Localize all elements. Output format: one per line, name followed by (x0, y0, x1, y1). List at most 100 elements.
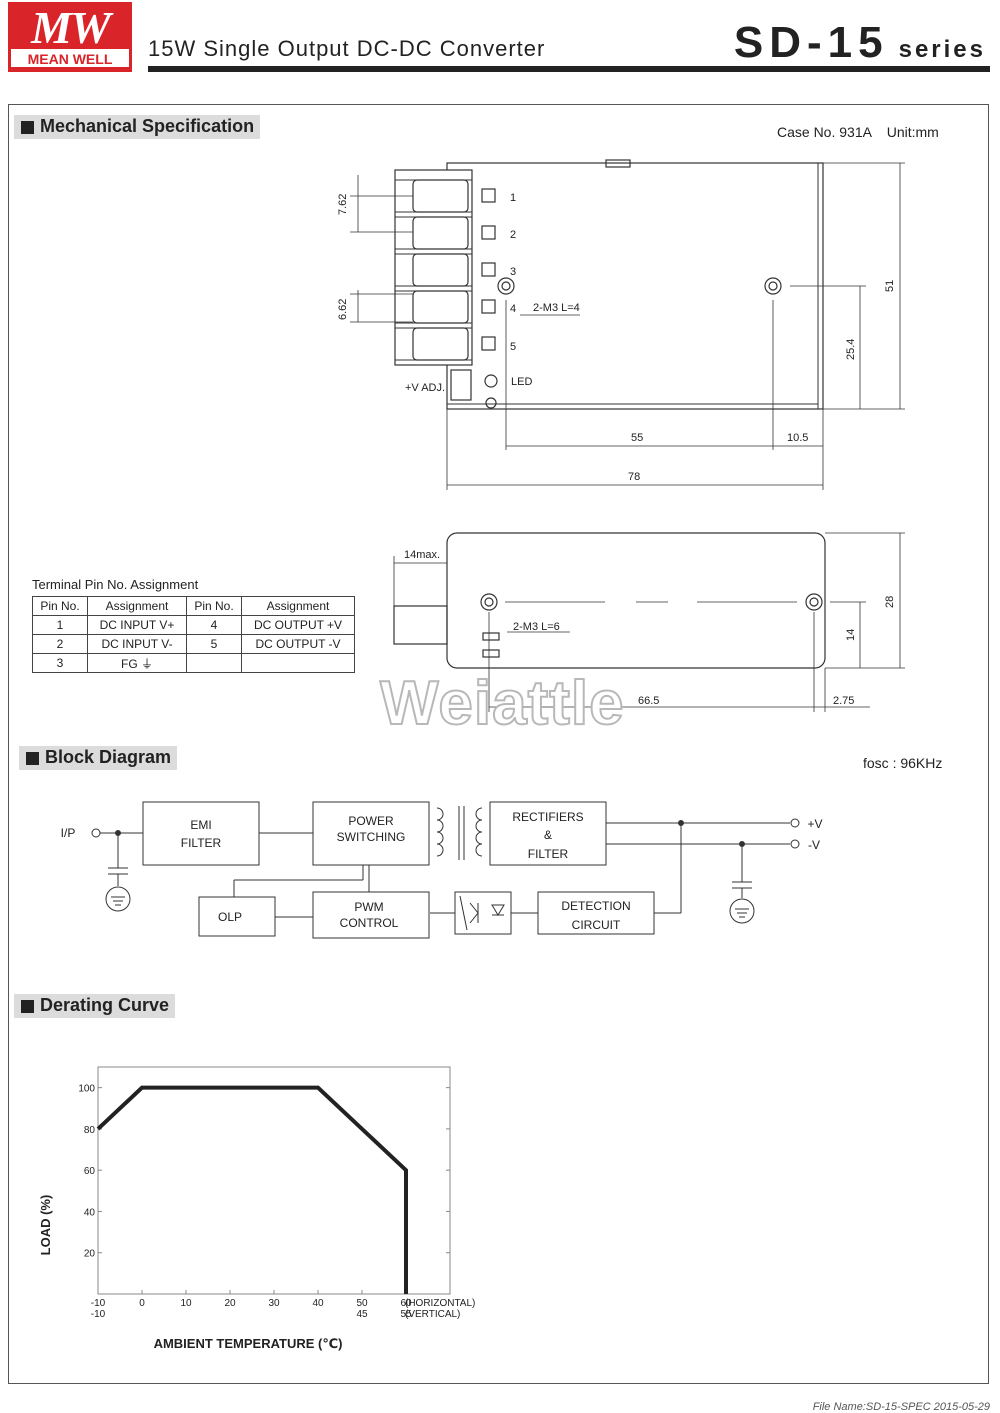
logo-mw: MW (31, 2, 111, 53)
section-block-title: Block Diagram (45, 747, 172, 767)
x-tick-label-vertical: 55 (400, 1309, 412, 1320)
x-tick-label: -10 (91, 1298, 106, 1309)
case-outline (446, 162, 824, 410)
dim-10-5: 10.5 (787, 432, 808, 444)
detect-label: DETECTION (561, 899, 630, 913)
x-tick-label: 50 (356, 1298, 368, 1309)
table-header: Pin No. (186, 596, 242, 616)
y-axis-label: LOAD (%) (38, 1195, 53, 1256)
x-tick-suffix-horizontal: (HORIZONTAL) (405, 1298, 475, 1309)
section-bullet-icon (21, 1000, 34, 1013)
x-tick-label: 0 (139, 1298, 145, 1309)
dim-14: 14 (845, 629, 857, 641)
transformer-secondary-icon (475, 807, 483, 857)
dim-14max: 14max. (404, 549, 440, 561)
y-tick-label: 100 (78, 1084, 95, 1095)
rect-label: FILTER (528, 847, 569, 861)
section-derating: Derating Curve (14, 994, 176, 1018)
footer-file-info: File Name:SD-15-SPEC 2015-05-29 (812, 1401, 990, 1413)
section-mechanical-title: Mechanical Specification (40, 116, 255, 136)
detect-label: CIRCUIT (572, 918, 621, 932)
table-cell: DC INPUT V- (87, 634, 187, 654)
power-switching-block (312, 801, 430, 866)
power-label: SWITCHING (337, 830, 406, 844)
side-case-outline (446, 532, 826, 669)
table-cell (241, 653, 355, 673)
pin-table-title: Terminal Pin No. Assignment (32, 577, 199, 592)
table-row: 3 FG ⏚ (32, 653, 355, 673)
case-info: Case No. 931A Unit:mm (777, 124, 939, 140)
olp-label: OLP (218, 910, 242, 924)
mount-hole-right (764, 277, 782, 295)
vplus-label: +V (807, 817, 822, 831)
x-tick-label-vertical: 45 (356, 1309, 368, 1320)
table-cell: DC OUTPUT -V (241, 634, 355, 654)
mean-well-logo: MW MEAN WELL (8, 2, 132, 72)
pin-label: 3 (510, 266, 516, 278)
content-frame (8, 104, 989, 1384)
table-header: Pin No. (32, 596, 88, 616)
led-indicator (484, 374, 498, 388)
model-suffix: series (898, 36, 986, 63)
table-cell: FG ⏚ (87, 653, 187, 673)
ground-icon-input (105, 886, 131, 912)
title-rule (148, 66, 990, 72)
y-tick-label: 20 (84, 1249, 96, 1260)
transformer-primary-icon (436, 807, 444, 857)
table-cell: DC OUTPUT +V (241, 615, 355, 635)
mount-side-label: 2-M3 L=6 (513, 621, 560, 633)
table-row: 2 DC INPUT V- 5 DC OUTPUT -V (32, 634, 355, 654)
rect-label: & (544, 828, 552, 842)
section-bullet-icon (21, 121, 34, 134)
adj-label: +V ADJ. (405, 382, 445, 394)
rectifier-filter-block (489, 801, 607, 866)
dim-25-4: 25.4 (845, 339, 857, 360)
emi-label: FILTER (181, 836, 222, 850)
dim-pitch-2: 6.62 (337, 299, 349, 320)
emi-label: EMI (190, 818, 211, 832)
y-tick-label: 80 (84, 1125, 96, 1136)
x-tick-label: 60 (400, 1298, 412, 1309)
fosc-label: fosc : 96KHz (863, 755, 943, 771)
dim-28: 28 (884, 596, 896, 608)
pwm-control-block (312, 891, 430, 939)
x-tick-label-vertical: -10 (91, 1309, 106, 1320)
dim-pitch-1: 7.62 (337, 194, 349, 215)
ground-icon-output (729, 898, 755, 924)
derating-series-line (96, 1085, 408, 1294)
pin-label: 4 (510, 303, 516, 315)
section-bullet-icon (26, 752, 39, 765)
block-diagram: I/P EMI FILTER POWER SWITCHING RECTIFIER… (61, 801, 823, 939)
pin-label: 2 (510, 229, 516, 241)
x-tick-suffix-vertical: (VERTICAL) (405, 1309, 460, 1320)
document-title: 15W Single Output DC-DC Converter (148, 36, 546, 61)
pwm-label: PWM (354, 900, 383, 914)
dim-51: 51 (884, 280, 896, 292)
table-header-row: Pin No. Assignment Pin No. Assignment (32, 596, 355, 616)
side-view-drawing: 14max. 2-M3 L=6 28 14 66.5 2.75 (393, 532, 905, 712)
x-tick-label: 20 (224, 1298, 236, 1309)
plot-frame (97, 1066, 451, 1295)
x-axis-label: AMBIENT TEMPERATURE (℃) (154, 1336, 343, 1351)
x-tick-label: 10 (180, 1298, 192, 1309)
mount-top-label: 2-M3 L=4 (533, 302, 580, 314)
dim-55: 55 (631, 432, 643, 444)
x-tick-label: 30 (268, 1298, 280, 1309)
section-mechanical: Mechanical Specification (14, 115, 261, 139)
pin-label: 5 (510, 341, 516, 353)
power-label: POWER (348, 814, 394, 828)
mount-hole-left (497, 277, 515, 295)
x-tick-label: 40 (312, 1298, 324, 1309)
section-derating-title: Derating Curve (40, 995, 170, 1015)
section-block: Block Diagram (19, 746, 178, 770)
led-label: LED (511, 376, 532, 388)
dim-66-5: 66.5 (638, 695, 659, 707)
watermark: Weiattle (379, 668, 625, 739)
dim-2-75: 2.75 (833, 695, 854, 707)
vminus-label: -V (808, 838, 820, 852)
logo-text: MEAN WELL (11, 49, 129, 67)
table-row: 1 DC INPUT V+ 4 DC OUTPUT +V (32, 615, 355, 635)
pin-assignment-table: Pin No. Assignment Pin No. Assignment 1 … (32, 596, 355, 673)
